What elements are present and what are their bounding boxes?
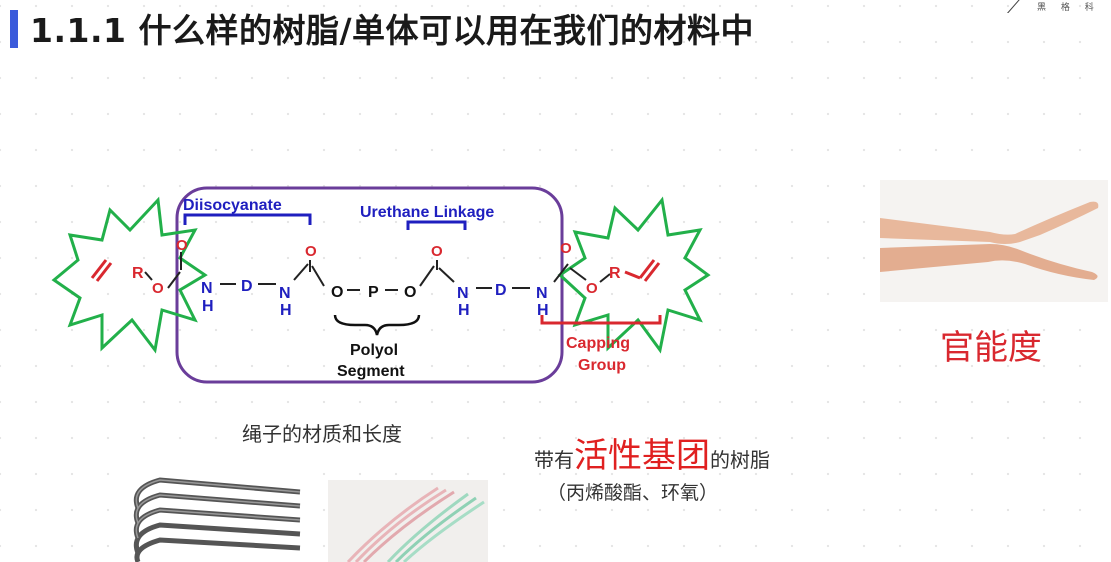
polyol-brace: [333, 314, 421, 336]
o-atom-4: O: [404, 284, 416, 301]
left-reactive-starburst: [51, 196, 208, 354]
o-atom-3: O: [331, 284, 343, 301]
polyol-label: Polyol: [350, 342, 398, 359]
left-r-atom: R: [132, 265, 144, 282]
h-atom-4: H: [537, 302, 549, 319]
group-label: Group: [578, 357, 626, 374]
h-atom-2: H: [280, 302, 292, 319]
polyurethane-acrylate-diagram: Diisocyanate Urethane Linkage R O O N H …: [51, 186, 711, 384]
left-carbonyl-o: O: [176, 237, 188, 254]
logo: ⟋ 黑 格 科: [1003, 0, 1094, 18]
left-o-atom: O: [152, 280, 164, 297]
d-atom-1: D: [241, 278, 253, 295]
carbonyl-o-2: O: [431, 243, 443, 260]
h-atom-1: H: [202, 298, 214, 315]
reactive-group-highlight: 活性基团: [574, 436, 710, 476]
n-atom-1: N: [201, 280, 213, 297]
p-atom: P: [368, 284, 379, 301]
right-o-atom: O: [586, 280, 598, 297]
n-atom-3: N: [457, 285, 469, 302]
n-atom-4: N: [536, 285, 548, 302]
logo-mark-icon: ⟋: [1007, 0, 1021, 18]
segment-label: Segment: [337, 363, 405, 380]
urethane-linkage-label: Urethane Linkage: [360, 204, 494, 221]
resin-line: 带有活性基团的树脂: [534, 428, 770, 477]
h-atom-3: H: [458, 302, 470, 319]
steel-cable-image: [130, 468, 310, 562]
resin-suffix: 的树脂: [710, 448, 770, 472]
d-atom-2: D: [495, 282, 507, 299]
n-atom-2: N: [279, 285, 291, 302]
title-accent-bar: [10, 10, 18, 48]
diisocyanate-label: Diisocyanate: [183, 197, 282, 214]
page-title: 1.1.1 什么样的树脂/单体可以用在我们的材料中: [30, 11, 754, 50]
logo-text: 黑 格 科: [1037, 3, 1100, 13]
capping-bracket: [540, 315, 662, 325]
carbonyl-o-1: O: [305, 243, 317, 260]
right-reactive-starburst: [557, 196, 711, 354]
right-r-atom: R: [609, 265, 621, 282]
capping-label: Capping: [566, 335, 630, 352]
resin-prefix: 带有: [534, 448, 574, 472]
diisocyanate-bracket: [183, 213, 312, 225]
colored-rope-image: [328, 480, 488, 562]
hands-image: [880, 180, 1108, 302]
urethane-bracket: [406, 220, 467, 230]
resin-examples: （丙烯酸酯、环氧）: [547, 482, 719, 504]
functionality-label: 官能度: [940, 328, 1042, 368]
rope-caption: 绳子的材质和长度: [242, 422, 402, 446]
right-carbonyl-o: O: [560, 240, 572, 257]
main-chain-box: [175, 186, 564, 384]
